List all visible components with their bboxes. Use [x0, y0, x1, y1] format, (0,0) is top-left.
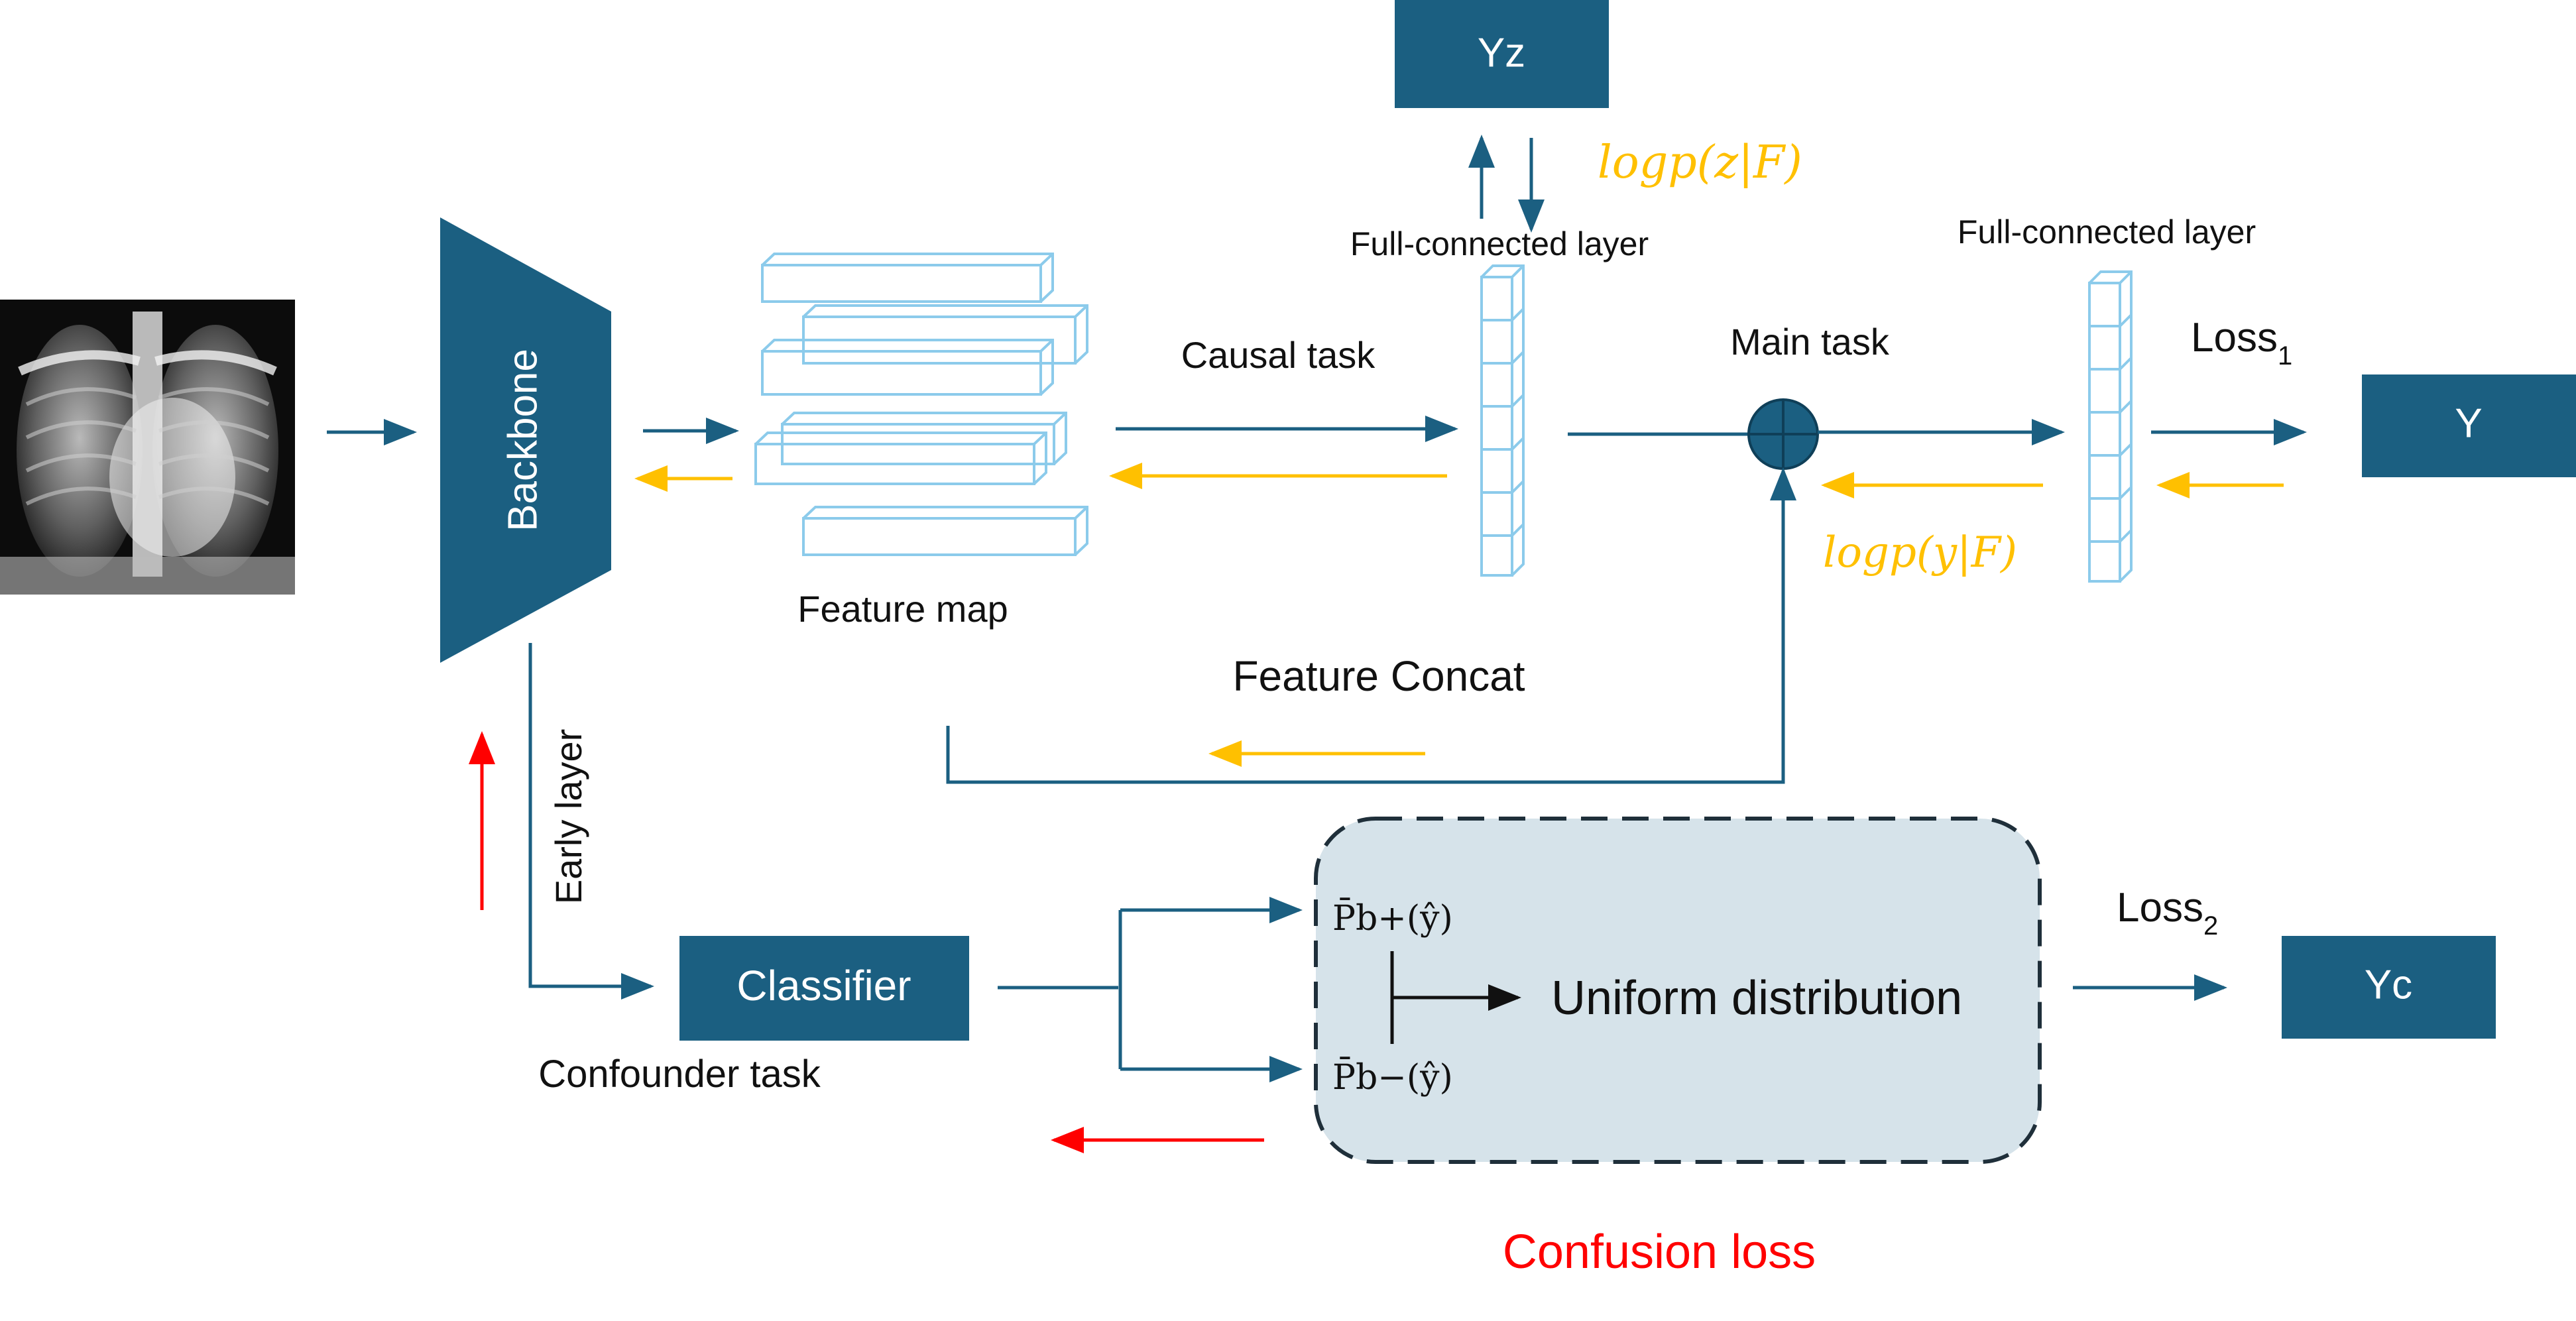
feature-slab	[761, 253, 1054, 303]
uniform-distribution-label: Uniform distribution	[1551, 972, 1962, 1025]
sum-node	[1747, 398, 1819, 470]
fc-layer-top	[1480, 264, 1525, 577]
confounder-task-label: Confounder task	[538, 1053, 821, 1096]
loss2-base: Loss	[2117, 885, 2203, 931]
yz-output-box: Yz	[1395, 0, 1609, 108]
fc-top-label: Full-connected layer	[1350, 225, 1649, 262]
main-task-label: Main task	[1730, 321, 1890, 363]
early-layer-path	[528, 643, 654, 1000]
confusion-loss-label: Confusion loss	[1503, 1226, 1816, 1279]
feature-slab	[754, 431, 1047, 485]
backbone-label: Backbone	[500, 349, 546, 532]
distribution-region	[1314, 817, 2042, 1164]
loss2-label: Loss2	[2117, 885, 2218, 941]
loss2-subscript: 2	[2203, 911, 2218, 941]
yz-label: Yz	[1478, 30, 1525, 76]
fc-right-label: Full-connected layer	[1958, 213, 2256, 251]
feature-slab	[761, 339, 1054, 396]
early-layer-label: Early layer	[548, 729, 589, 905]
y-label: Y	[2455, 400, 2482, 446]
yz-log-likelihood: logp(z|F)	[1598, 137, 1802, 189]
p-minus-label: P̄b−(ŷ)	[1332, 1057, 1453, 1098]
classifier-box: Classifier	[679, 936, 969, 1041]
feature-map	[754, 253, 1088, 556]
chest-xray-image	[0, 300, 295, 595]
loss1-label: Loss1	[2191, 315, 2292, 371]
feature-slab	[802, 304, 1088, 365]
y-output-box: Y	[2362, 374, 2576, 477]
loss1-base: Loss	[2191, 315, 2278, 361]
yc-output-box: Yc	[2282, 936, 2496, 1039]
y-log-likelihood: logp(y|F)	[1823, 528, 2017, 577]
p-plus-label: P̄b+(ŷ)	[1332, 898, 1453, 939]
concat-path	[946, 467, 1796, 784]
feature-slab	[781, 412, 1067, 465]
causal-task-label: Causal task	[1181, 334, 1376, 376]
loss1-subscript: 1	[2278, 341, 2292, 371]
yc-label: Yc	[2365, 962, 2412, 1007]
fc-layer-right	[2088, 270, 2133, 583]
fc-unit-lines	[1482, 308, 1525, 537]
backbone-block: Backbone	[440, 217, 611, 663]
classifier-label: Classifier	[736, 962, 911, 1009]
feature-concat-label: Feature Concat	[1232, 652, 1525, 700]
feature-slab	[802, 506, 1088, 556]
feature-map-label: Feature map	[797, 588, 1008, 630]
fc-unit-lines	[2089, 314, 2133, 543]
